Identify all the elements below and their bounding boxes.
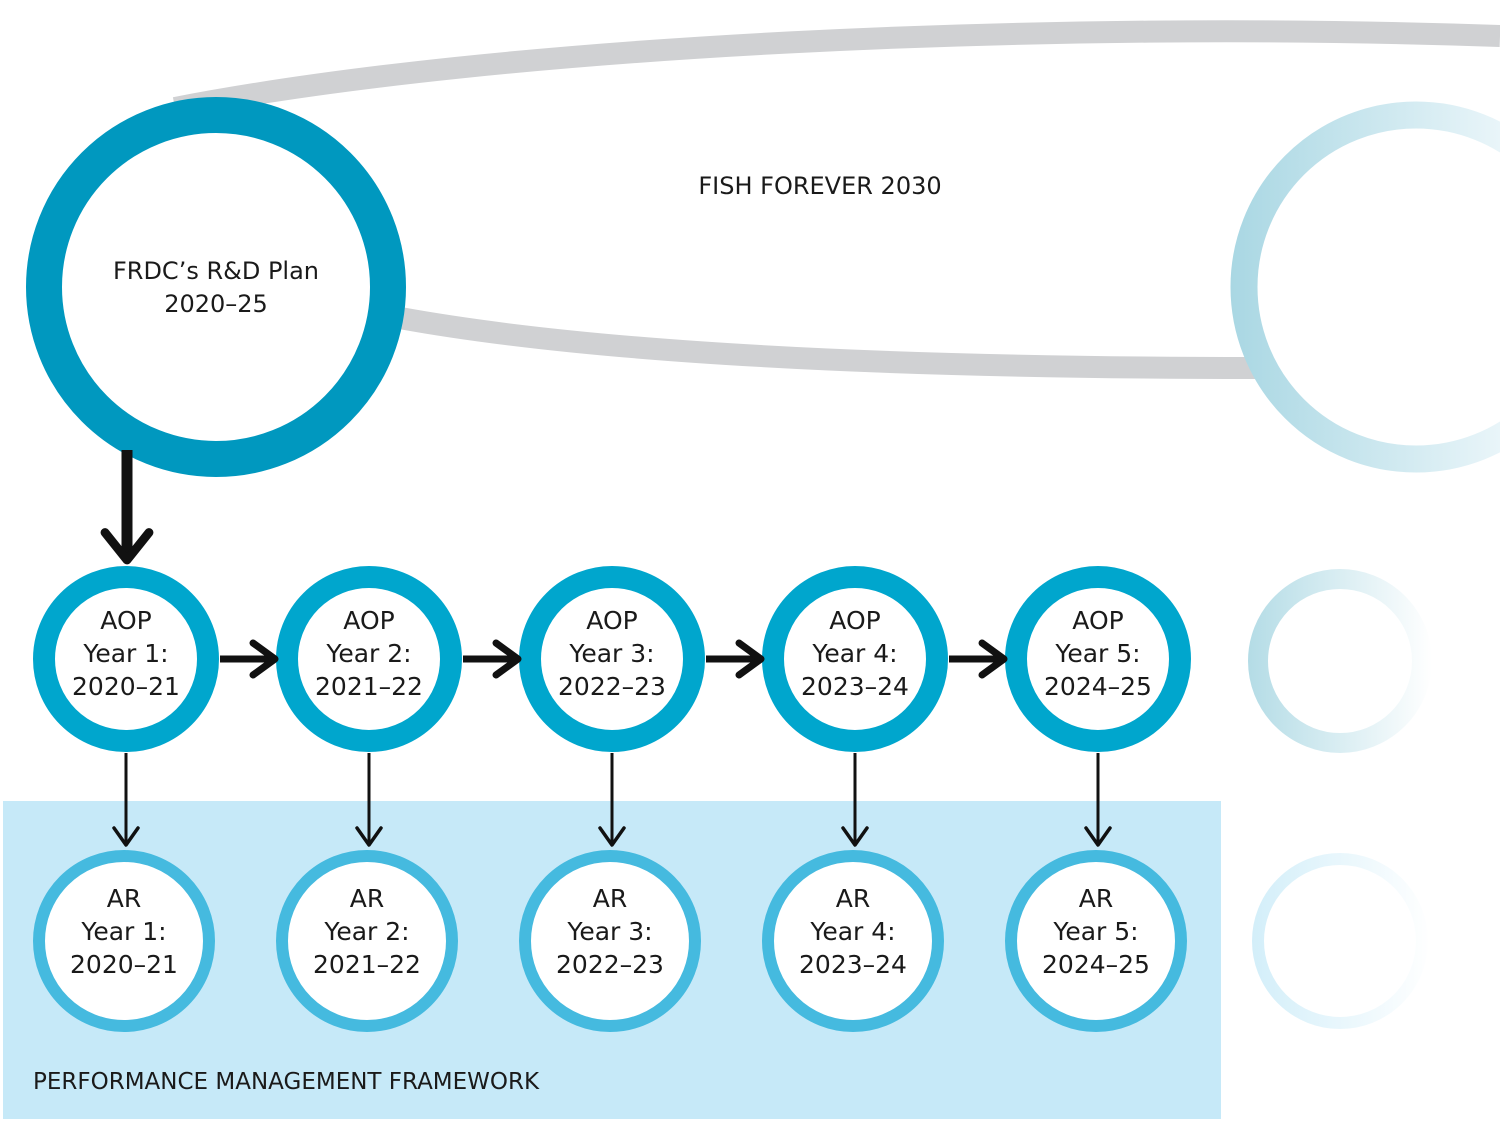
rd-plan-period: 2020–25 (164, 290, 268, 318)
aop-2-to-ar-arrow-head (355, 826, 383, 847)
aop-4-to-ar-arrow-head (841, 826, 869, 847)
aop-2-year: Year 2: (326, 639, 412, 668)
rd-plan-label: FRDC’s R&D Plan 2020–25 (100, 255, 332, 321)
future-ar-ring (1252, 853, 1428, 1029)
ar-year-1-ring (33, 850, 215, 1032)
aop-2-period: 2021–22 (315, 672, 423, 701)
performance-framework-label: PERFORMANCE MANAGEMENT FRAMEWORK (33, 1069, 540, 1095)
aop-3-period: 2022–23 (558, 672, 666, 701)
ar-5-kind: AR (1078, 884, 1114, 913)
ar-year-5-ring (1005, 850, 1187, 1032)
aop-year-2-ring (276, 566, 462, 752)
aop-year-3-ring (519, 566, 705, 752)
aop-5-to-ar-arrow-head (1084, 826, 1112, 847)
aop-1-period: 2020–21 (72, 672, 180, 701)
aop-5-year: Year 5: (1055, 639, 1141, 668)
aop-year-2-label: AOP Year 2: 2021–22 (284, 604, 454, 703)
aop-4-year: Year 4: (812, 639, 898, 668)
aop-4-period: 2023–24 (801, 672, 909, 701)
ar-5-period: 2024–25 (1042, 950, 1150, 979)
rd-plan-ring (26, 97, 406, 477)
aop-1-year: Year 1: (83, 639, 169, 668)
rd-plan-title: FRDC’s R&D Plan (112, 257, 320, 285)
orbit-upper-arc (172, 20, 1500, 119)
fish-forever-ring (1230, 101, 1500, 473)
aop-year-3-label: AOP Year 3: 2022–23 (527, 604, 697, 703)
ar-1-period: 2020–21 (70, 950, 178, 979)
aop-5-period: 2024–25 (1044, 672, 1152, 701)
ar-year-4-label: AR Year 4: 2023–24 (768, 882, 938, 981)
aop-5-kind: AOP (1072, 606, 1124, 635)
aop-1-to-ar-arrow-head (112, 826, 140, 847)
aop-year-5-ring (1005, 566, 1191, 752)
aop-3-to-aop-4-arrow-head (735, 639, 765, 679)
ar-year-1-label: AR Year 1: 2020–21 (39, 882, 209, 981)
ar-year-3-label: AR Year 3: 2022–23 (525, 882, 695, 981)
aop-1-to-aop-2-arrow-head (249, 639, 279, 679)
ar-1-kind: AR (106, 884, 142, 913)
ar-year-4-ring (762, 850, 944, 1032)
ar-4-kind: AR (835, 884, 871, 913)
ar-3-period: 2022–23 (556, 950, 664, 979)
ar-2-period: 2021–22 (313, 950, 421, 979)
ar-year-3-ring (519, 850, 701, 1032)
ar-1-year: Year 1: (81, 917, 167, 946)
aop-1-kind: AOP (100, 606, 152, 635)
future-aop-ring (1248, 569, 1432, 753)
aop-4-to-aop-5-arrow-head (978, 639, 1008, 679)
ar-3-kind: AR (592, 884, 628, 913)
ar-4-period: 2023–24 (799, 950, 907, 979)
ar-3-year: Year 3: (567, 917, 653, 946)
aop-2-kind: AOP (343, 606, 395, 635)
aop-year-5-label: AOP Year 5: 2024–25 (1013, 604, 1183, 703)
aop-4-kind: AOP (829, 606, 881, 635)
ar-4-year: Year 4: (810, 917, 896, 946)
ar-year-2-ring (276, 850, 458, 1032)
ar-year-2-label: AR Year 2: 2021–22 (282, 882, 452, 981)
aop-2-to-aop-3-arrow-head (492, 639, 522, 679)
ar-year-5-label: AR Year 5: 2024–25 (1011, 882, 1181, 981)
ar-5-year: Year 5: (1053, 917, 1139, 946)
aop-year-4-ring (762, 566, 948, 752)
aop-year-1-ring (33, 566, 219, 752)
aop-year-4-label: AOP Year 4: 2023–24 (770, 604, 940, 703)
ar-2-year: Year 2: (324, 917, 410, 946)
ar-2-kind: AR (349, 884, 385, 913)
fish-forever-label: FISH FOREVER 2030 (698, 172, 942, 200)
orbit-lower-arc (398, 307, 1256, 379)
aop-3-kind: AOP (586, 606, 638, 635)
aop-3-year: Year 3: (569, 639, 655, 668)
aop-3-to-ar-arrow-head (598, 826, 626, 847)
aop-year-1-label: AOP Year 1: 2020–21 (41, 604, 211, 703)
